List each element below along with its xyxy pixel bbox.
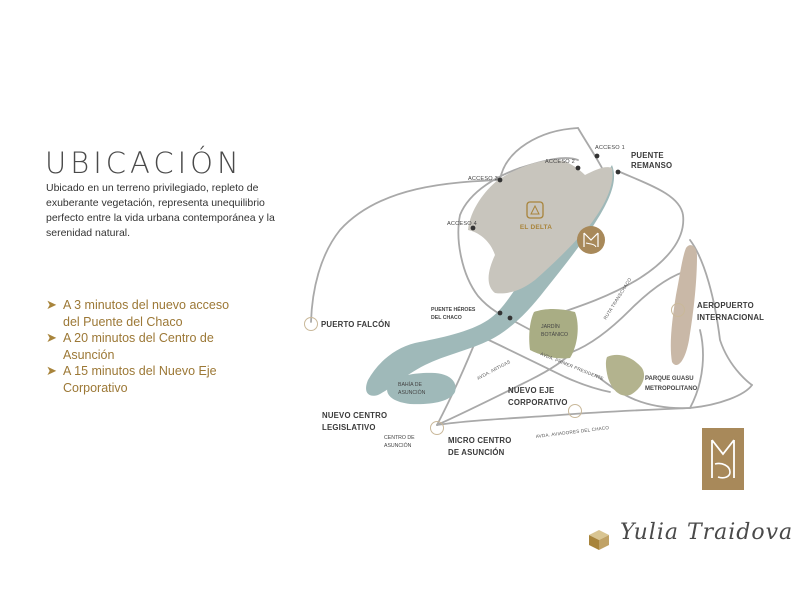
feature-list: ➤ A 3 minutos del nuevo acceso del Puent…	[46, 297, 276, 396]
nuevo-eje-label: CORPORATIVO	[508, 398, 568, 407]
centro-asuncion-label: ASUNCIÓN	[384, 442, 412, 449]
acceso-4-label: ACCESO 4	[447, 221, 477, 227]
aeropuerto-marker	[671, 303, 685, 317]
aeropuerto-label: INTERNACIONAL	[697, 313, 764, 322]
feature-text: A 15 minutos del Nuevo Eje	[63, 364, 217, 378]
description: Ubicado en un terreno privilegiado, repl…	[46, 181, 286, 241]
arrow-bullet-icon: ➤	[46, 297, 57, 312]
puente-remanso-label: REMANSO	[631, 161, 672, 170]
nuevo-centro-label: LEGISLATIVO	[322, 423, 376, 432]
aeropuerto-area	[670, 245, 697, 366]
feature-item: ➤ A 15 minutos del Nuevo Eje Corporativo	[46, 363, 276, 396]
brand-monogram-box	[702, 428, 744, 490]
brand-monogram-icon	[711, 439, 735, 479]
bahia-label: BAHÍA DE	[398, 381, 422, 388]
bahia-de-asuncion	[387, 372, 456, 405]
micro-centro-label: MICRO CENTRO	[448, 436, 511, 445]
puente-heroes-label: PUENTE HÉROES	[431, 305, 476, 313]
acceso-2-label: ACCESO 2	[545, 159, 575, 165]
feature-text: A 20 minutos del Centro de	[63, 331, 214, 345]
puerto-falcon-label: PUERTO FALCÓN	[321, 320, 390, 329]
description-line: perfecto entre la vida urbana contemporá…	[46, 212, 275, 224]
aeropuerto-label: AEROPUERTO	[697, 301, 754, 310]
nuevo-eje-marker	[568, 404, 582, 418]
river	[366, 165, 615, 396]
micro-centro-label: DE ASUNCIÓN	[448, 448, 505, 457]
nuevo-centro-marker	[430, 421, 444, 435]
jardin-botanico-label: JARDÍN	[541, 323, 560, 330]
parque-guasu-label: METROPOLITANO	[645, 386, 698, 392]
nuevo-centro-label: NUEVO CENTRO	[322, 411, 387, 420]
cube-logo-icon	[589, 530, 609, 550]
arrow-bullet-icon: ➤	[46, 363, 57, 378]
jardin-botanico-label: BOTÁNICO	[541, 331, 568, 338]
jardin-botanico-area	[529, 309, 578, 359]
acceso-1-label: ACCESO 1	[595, 145, 625, 151]
puente-remanso-label: PUENTE	[631, 151, 664, 160]
arrow-bullet-icon: ➤	[46, 330, 57, 345]
el-delta-land	[468, 159, 613, 294]
feature-text: Asunción	[63, 347, 115, 362]
parque-guasu-label: PARQUE GUASU	[645, 376, 694, 382]
puerto-falcon-marker	[304, 317, 318, 331]
description-line: serenidad natural.	[46, 227, 131, 239]
description-line: exuberante vegetación, representa unequi…	[46, 197, 265, 209]
puente-heroes-label: DEL CHACO	[431, 315, 462, 321]
brand-monogram	[577, 226, 605, 254]
feature-text: Corporativo	[63, 380, 128, 395]
feature-item: ➤ A 20 minutos del Centro de Asunción	[46, 330, 276, 363]
signature: Yulia Traidova	[620, 520, 794, 545]
feature-text: A 3 minutos del nuevo acceso	[63, 298, 230, 312]
avda-primer-presidente-label: AVDA. PRIMER PRESIDENTE	[540, 351, 605, 381]
centro-asuncion-label: CENTRO DE	[384, 435, 415, 441]
avda-artigas-label: AVDA. ARTIGAS	[476, 359, 511, 381]
ruta-transchaco-label: RUTA TRANSCHACO	[603, 277, 633, 321]
access-points	[470, 153, 621, 321]
acceso-3-label: ACCESO 3	[468, 176, 498, 182]
nuevo-eje-label: NUEVO EJE	[508, 386, 554, 395]
bahia-label: ASUNCIÓN	[398, 389, 426, 396]
parque-guasu-area	[605, 354, 645, 396]
el-delta-label: EL DELTA	[520, 224, 552, 231]
feature-text: del Puente del Chaco	[63, 314, 183, 329]
feature-item: ➤ A 3 minutos del nuevo acceso del Puent…	[46, 297, 276, 330]
page-title: UBICACIÓN	[45, 146, 243, 180]
el-delta-logo	[526, 201, 544, 219]
avda-aviadores-label: AVDA. AVIADORES DEL CHACO	[536, 425, 610, 439]
description-line: Ubicado en un terreno privilegiado, repl…	[46, 182, 259, 194]
